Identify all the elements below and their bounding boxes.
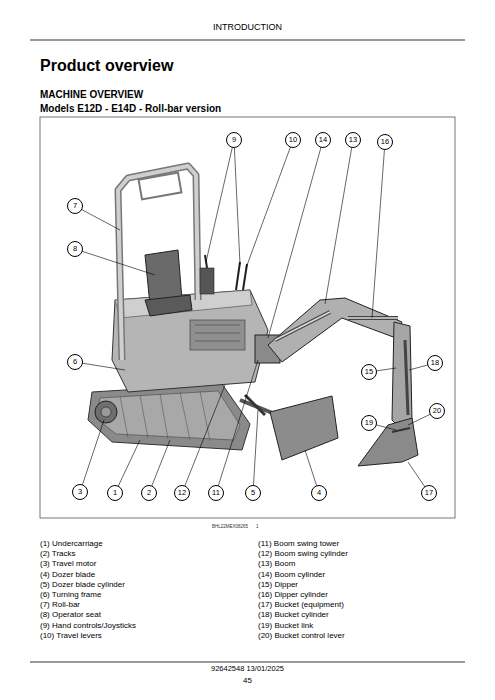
callout-number: 9: [232, 136, 236, 144]
part-legend-item: (13) Boom: [258, 559, 295, 568]
callout-circle: 15: [361, 364, 377, 380]
callout-circle: 1: [107, 485, 123, 501]
page-number: 45: [243, 676, 252, 685]
callout-circle: 13: [345, 132, 361, 148]
figure-number: 1: [256, 524, 259, 529]
part-legend-item: (6) Turning frame: [40, 590, 101, 599]
part-legend-item: (11) Boom swing tower: [258, 539, 339, 548]
running-header: INTRODUCTION: [213, 22, 282, 32]
callout-circle: 20: [429, 403, 445, 419]
part-legend-item: (20) Bucket control lever: [258, 631, 345, 640]
callout-number: 3: [78, 488, 82, 496]
part-legend-item: (9) Hand controls/Joysticks: [40, 621, 136, 630]
callout-circle: 19: [361, 415, 377, 431]
callout-number: 18: [431, 359, 439, 367]
callout-number: 5: [251, 489, 255, 497]
part-legend-item: (17) Bucket (equipment): [258, 600, 344, 609]
callout-circle: 12: [174, 485, 190, 501]
callout-circle: 3: [72, 484, 88, 500]
part-legend-item: (14) Boom cylinder: [258, 570, 325, 579]
callout-circle: 4: [311, 485, 327, 501]
callout-circle: 6: [67, 354, 83, 370]
callout-number: 14: [319, 136, 327, 144]
callout-circle: 14: [315, 132, 331, 148]
callout-circle: 17: [421, 485, 437, 501]
callout-circle: 16: [377, 134, 393, 150]
callout-circle: 2: [141, 485, 157, 501]
callout-circle: 10: [285, 132, 301, 148]
section-heading: MACHINE OVERVIEW: [40, 89, 143, 101]
callout-number: 7: [73, 202, 77, 210]
callout-circle: 11: [208, 485, 224, 501]
callout-number: 1: [113, 489, 117, 497]
part-legend-item: (10) Travel levers: [40, 631, 102, 640]
callout-circle: 8: [67, 241, 83, 257]
part-legend-item: (8) Operator seat: [40, 610, 101, 619]
callout-number: 19: [365, 419, 373, 427]
callout-number: 12: [178, 489, 186, 497]
document-date: 92642548 13/01/2025: [211, 665, 284, 674]
part-legend-item: (18) Bucket cylinder: [258, 610, 329, 619]
part-legend-item: (15) Dipper: [258, 580, 298, 589]
callout-number: 6: [73, 358, 77, 366]
part-legend-item: (16) Dipper cylinder: [258, 590, 328, 599]
callout-circle: 9: [226, 132, 242, 148]
callout-number: 11: [212, 489, 220, 497]
callout-circle: 5: [245, 485, 261, 501]
callout-number: 10: [289, 136, 297, 144]
part-legend-item: (19) Bucket link: [258, 621, 313, 630]
callout-number: 13: [349, 136, 357, 144]
callout-circle: 18: [427, 355, 443, 371]
callout-circle: 7: [67, 198, 83, 214]
part-legend-item: (1) Undercarriage: [40, 539, 103, 548]
callout-number: 16: [381, 138, 389, 146]
callout-number: 8: [73, 245, 77, 253]
callout-number: 4: [317, 489, 321, 497]
part-legend-item: (2) Tracks: [40, 549, 76, 558]
part-legend-item: (3) Travel motor: [40, 559, 96, 568]
part-legend-item: (12) Boom swing cylinder: [258, 549, 348, 558]
callout-number: 20: [433, 407, 441, 415]
callout-number: 2: [147, 489, 151, 497]
part-legend-item: (4) Dozer blade: [40, 570, 95, 579]
part-legend-item: (5) Dozer blade cylinder: [40, 580, 125, 589]
callout-number: 17: [425, 489, 433, 497]
page-title: Product overview: [40, 57, 173, 75]
figure-code: BHL22MEX08265: [212, 524, 248, 529]
subsection-heading: Models E12D - E14D - Roll-bar version: [40, 103, 221, 115]
callout-number: 15: [365, 368, 373, 376]
part-legend-item: (7) Roll-bar: [40, 600, 80, 609]
